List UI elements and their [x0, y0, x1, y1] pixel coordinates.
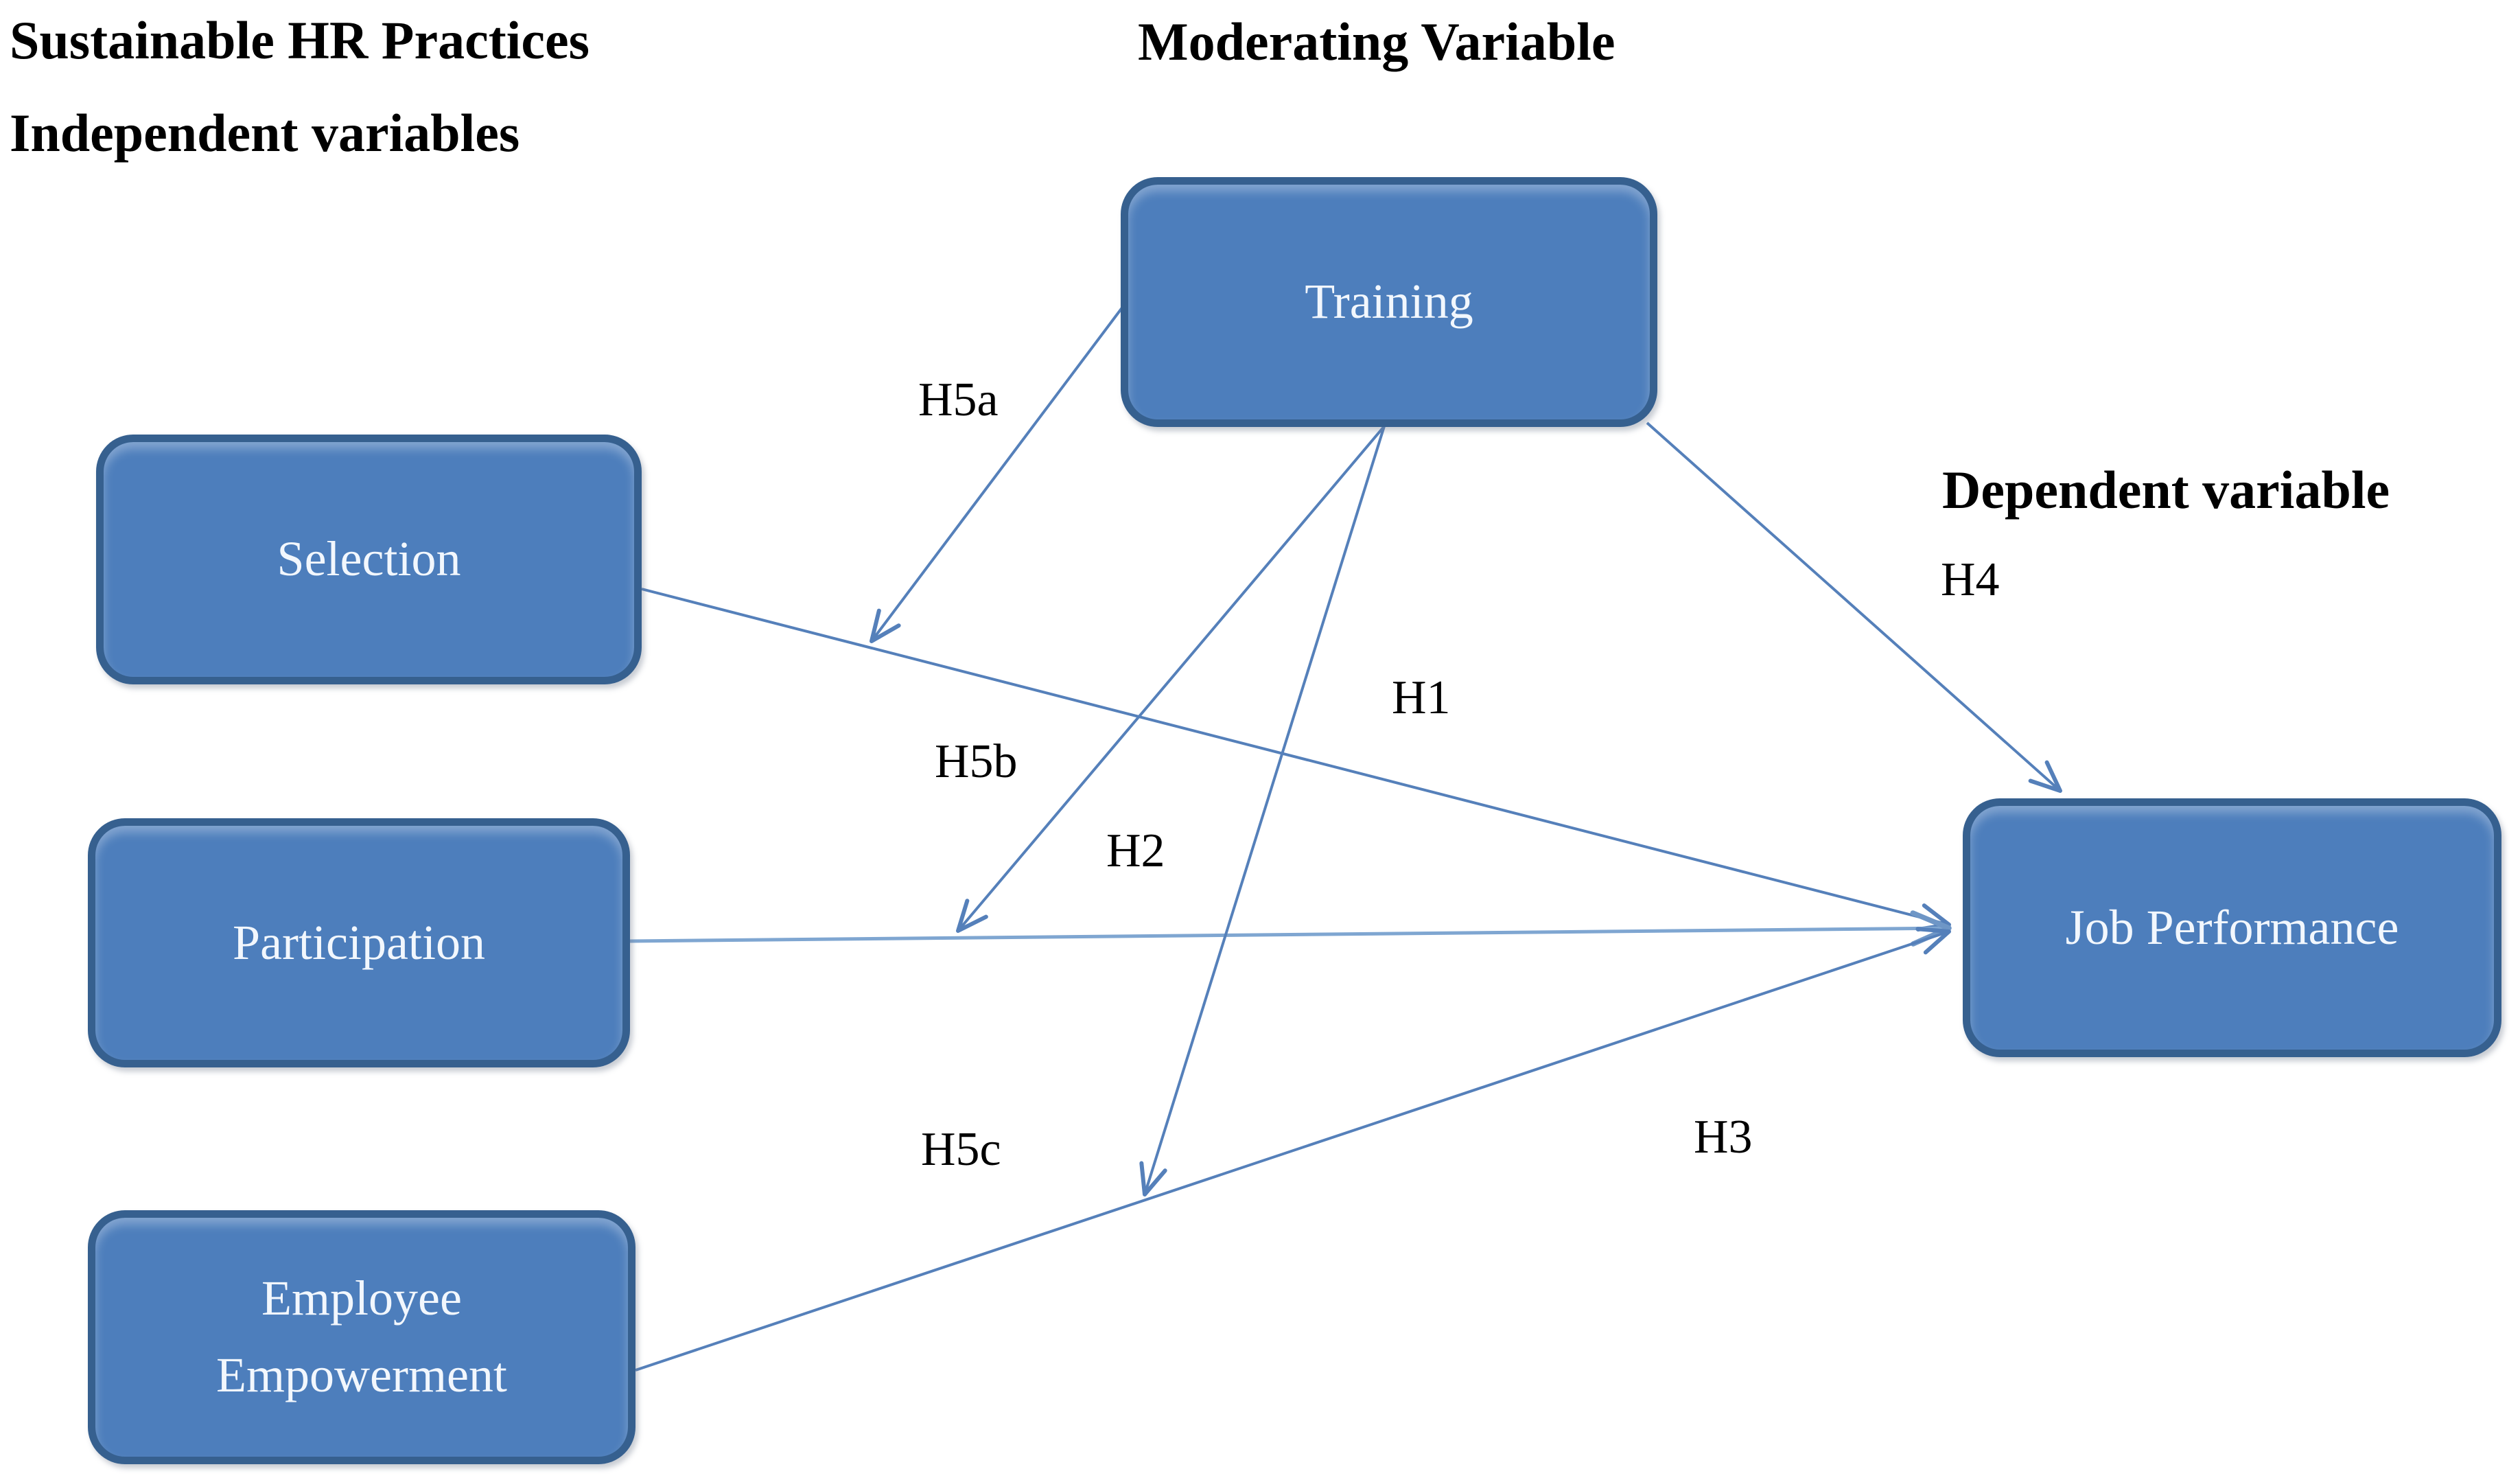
hypothesis-label-h3: H3 — [1694, 1111, 1753, 1164]
moderating-variable-heading: Moderating Variable — [1138, 12, 1615, 71]
job-performance-node-label: Job Performance — [2065, 899, 2399, 955]
hypothesis-label-h5c: H5c — [921, 1123, 1001, 1176]
h1-arrow — [641, 588, 1951, 932]
h3-arrow — [635, 927, 1951, 1372]
hypothesis-label-h2: H2 — [1106, 824, 1165, 877]
independent-variables-heading-line1: Sustainable HR Practices — [10, 10, 590, 70]
training-node: Training — [1121, 177, 1657, 427]
hypothesis-label-h1: H1 — [1392, 671, 1451, 724]
employee-empowerment-node-label: Employee Empowerment — [216, 1271, 507, 1402]
selection-node: Selection — [96, 435, 642, 684]
h5b-arrow — [956, 425, 1386, 933]
h5c-arrow — [1139, 426, 1386, 1196]
h4-arrow — [1646, 421, 2062, 793]
training-node-label: Training — [1305, 274, 1473, 329]
dependent-variable-heading: Dependent variable — [1942, 460, 2390, 520]
employee-empowerment-node: Employee Empowerment — [88, 1210, 635, 1464]
hypothesis-label-h4: H4 — [1941, 553, 2000, 606]
independent-variables-heading-line2: Independent variables — [10, 103, 520, 163]
selection-node-label: Selection — [277, 531, 461, 587]
participation-node: Participation — [88, 818, 630, 1067]
h5a-arrow — [870, 305, 1124, 643]
hypothesis-label-h5a: H5a — [918, 373, 999, 426]
participation-node-label: Participation — [233, 914, 485, 970]
hypothesis-label-h5b: H5b — [935, 735, 1018, 788]
h2-arrow — [629, 910, 1952, 947]
job-performance-node: Job Performance — [1963, 798, 2501, 1057]
